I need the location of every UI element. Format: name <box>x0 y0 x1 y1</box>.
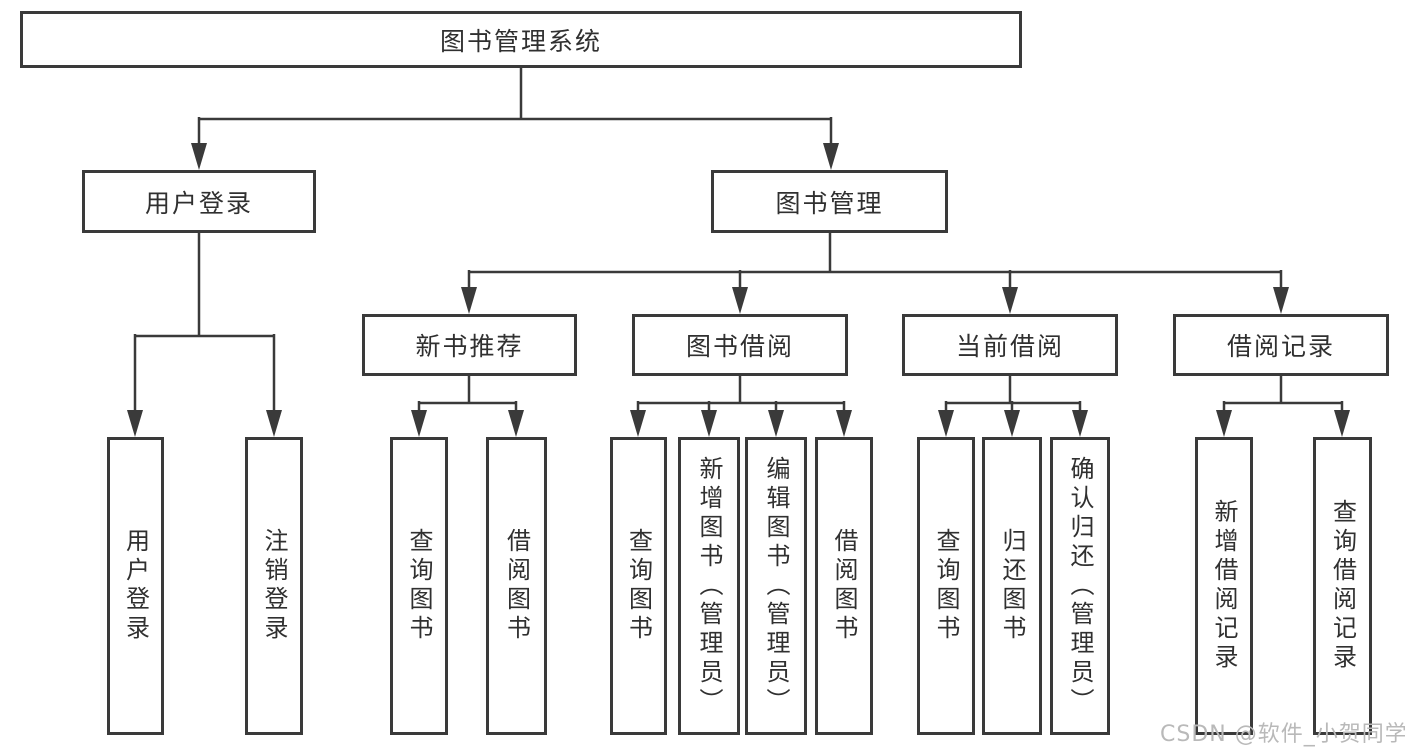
node-label: 查询图书 <box>405 528 433 644</box>
leaf-query-borrow-record: 查询借阅记录 <box>1313 437 1372 735</box>
node-label: 新增图书（管理员） <box>695 455 723 717</box>
node-book-borrowing: 图书借阅 <box>632 314 848 376</box>
leaf-query-books: 查询图书 <box>390 437 448 735</box>
leaf-add-books-admin: 新增图书（管理员） <box>678 437 740 735</box>
node-label: 图书管理 <box>775 188 884 218</box>
leaf-return-books: 归还图书 <box>982 437 1042 735</box>
node-label: 当前借阅 <box>955 332 1064 361</box>
node-label: 查询图书 <box>624 528 653 644</box>
node-label: 新书推荐 <box>415 332 524 361</box>
leaf-query-books: 查询图书 <box>917 437 975 735</box>
node-label: 图书借阅 <box>685 332 794 361</box>
connector-lines <box>133 68 1344 414</box>
leaf-logout: 注销登录 <box>245 437 303 735</box>
node-label: 查询借阅记录 <box>1328 499 1357 673</box>
arrowheads <box>127 143 1350 437</box>
leaf-user-login: 用户登录 <box>107 437 164 735</box>
node-label: 借阅图书 <box>830 528 858 644</box>
csdn-watermark: CSDN @软件_小贺同学 <box>1160 722 1405 747</box>
node-current-borrowing: 当前借阅 <box>902 314 1118 376</box>
leaf-edit-books-admin: 编辑图书（管理员） <box>745 437 807 735</box>
node-label: 查询图书 <box>932 528 960 644</box>
node-label: 注销登录 <box>260 528 288 644</box>
node-label: 用户登录 <box>121 528 150 644</box>
node-label: 新增借阅记录 <box>1210 499 1238 673</box>
node-label: 编辑图书（管理员） <box>762 455 790 717</box>
node-book-management: 图书管理 <box>711 170 948 233</box>
node-label: 归还图书 <box>998 528 1026 644</box>
node-new-book-recommendation: 新书推荐 <box>362 314 577 376</box>
node-borrowing-records: 借阅记录 <box>1173 314 1389 376</box>
node-library-management-system: 图书管理系统 <box>20 11 1022 68</box>
node-label: 借阅图书 <box>502 528 531 644</box>
leaf-add-borrow-record: 新增借阅记录 <box>1195 437 1253 735</box>
node-label: 图书管理系统 <box>439 26 602 56</box>
leaf-borrow-books: 借阅图书 <box>815 437 873 735</box>
node-label: 用户登录 <box>144 188 253 218</box>
node-label: 借阅记录 <box>1226 332 1335 361</box>
leaf-borrow-books: 借阅图书 <box>486 437 547 735</box>
node-user-login: 用户登录 <box>82 170 316 233</box>
node-label: 确认归还（管理员） <box>1066 455 1094 717</box>
leaf-confirm-return-admin: 确认归还（管理员） <box>1050 437 1110 735</box>
leaf-query-books: 查询图书 <box>610 437 667 735</box>
